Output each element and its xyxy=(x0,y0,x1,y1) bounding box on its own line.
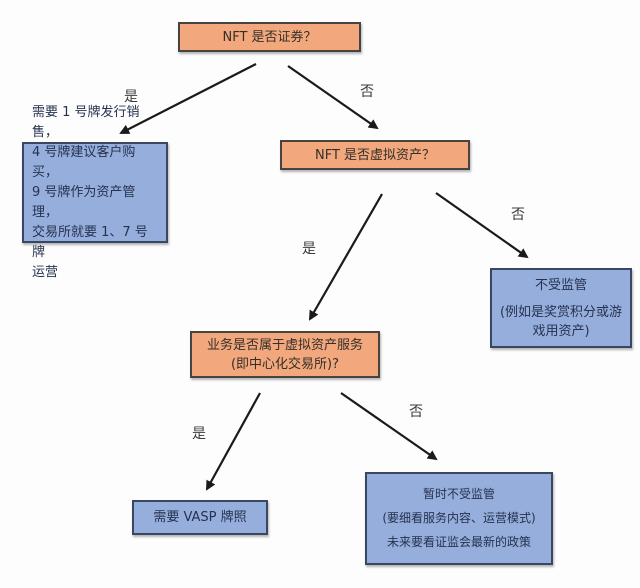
node-answer-not-regulated-note: (例如是奖赏积分或游戏用资产) xyxy=(499,305,623,339)
edge-label-virtual-no: 否 xyxy=(511,207,525,223)
node-question-nft-virtual-asset-text: NFT 是否虚拟资产？ xyxy=(314,147,436,163)
arrow-vasp-yes xyxy=(206,392,261,491)
node-question-vasp-service: 业务是否属于虚拟资产服务 (即中心化交易所)? xyxy=(190,331,380,378)
edge-label-vasp-no: 否 xyxy=(409,404,423,420)
arrow-virtual-yes xyxy=(309,193,383,321)
edge-label-security-no: 否 xyxy=(360,84,374,100)
node-answer-vasp-license-text: 需要 VASP 牌照 xyxy=(153,510,247,525)
arrow-vasp-no xyxy=(340,392,438,461)
node-answer-licenses-required: 需要 1 号牌发行销售， 4 号牌建议客户购买， 9 号牌作为资产管理， 交易所… xyxy=(22,105,168,280)
edge-label-security-yes: 是 xyxy=(124,89,138,105)
node-question-nft-security: NFT 是否证券？ xyxy=(178,22,361,52)
edge-label-virtual-yes: 是 xyxy=(302,241,316,257)
node-answer-temp-note1: (要细看服务内容、运营模式) xyxy=(382,510,536,525)
node-question-vasp-service-line1: 业务是否属于虚拟资产服务 xyxy=(206,337,363,353)
arrow-virtual-no xyxy=(435,192,529,259)
node-answer-temporarily-not-regulated: 暂时不受监管 (要细看服务内容、运营模式) 未来要看证监会最新的政策 xyxy=(365,472,553,565)
node-answer-temp-note2: 未来要看证监会最新的政策 xyxy=(386,535,531,550)
node-question-vasp-service-line2: (即中心化交易所)? xyxy=(230,356,340,372)
node-answer-not-regulated-title: 不受监管 xyxy=(534,278,587,293)
node-answer-temp-title: 暂时不受监管 xyxy=(422,486,495,501)
node-answer-vasp-license-required: 需要 VASP 牌照 xyxy=(132,500,268,535)
node-answer-not-regulated: 不受监管 (例如是奖赏积分或游戏用资产) xyxy=(490,268,632,348)
node-question-nft-virtual-asset: NFT 是否虚拟资产？ xyxy=(280,140,470,170)
node-answer-licenses-line3: 9 号牌作为资产管理， xyxy=(32,184,136,220)
node-answer-licenses-line2: 4 号牌建议客户购买， xyxy=(32,144,136,180)
node-answer-licenses-line1: 需要 1 号牌发行销售， xyxy=(32,104,140,140)
edge-label-vasp-yes: 是 xyxy=(192,426,206,442)
node-answer-licenses-line5: 运营 xyxy=(32,264,59,280)
node-answer-licenses-line4: 交易所就要 1、7 号牌 xyxy=(32,224,148,260)
node-question-nft-security-text: NFT 是否证券？ xyxy=(222,29,317,45)
